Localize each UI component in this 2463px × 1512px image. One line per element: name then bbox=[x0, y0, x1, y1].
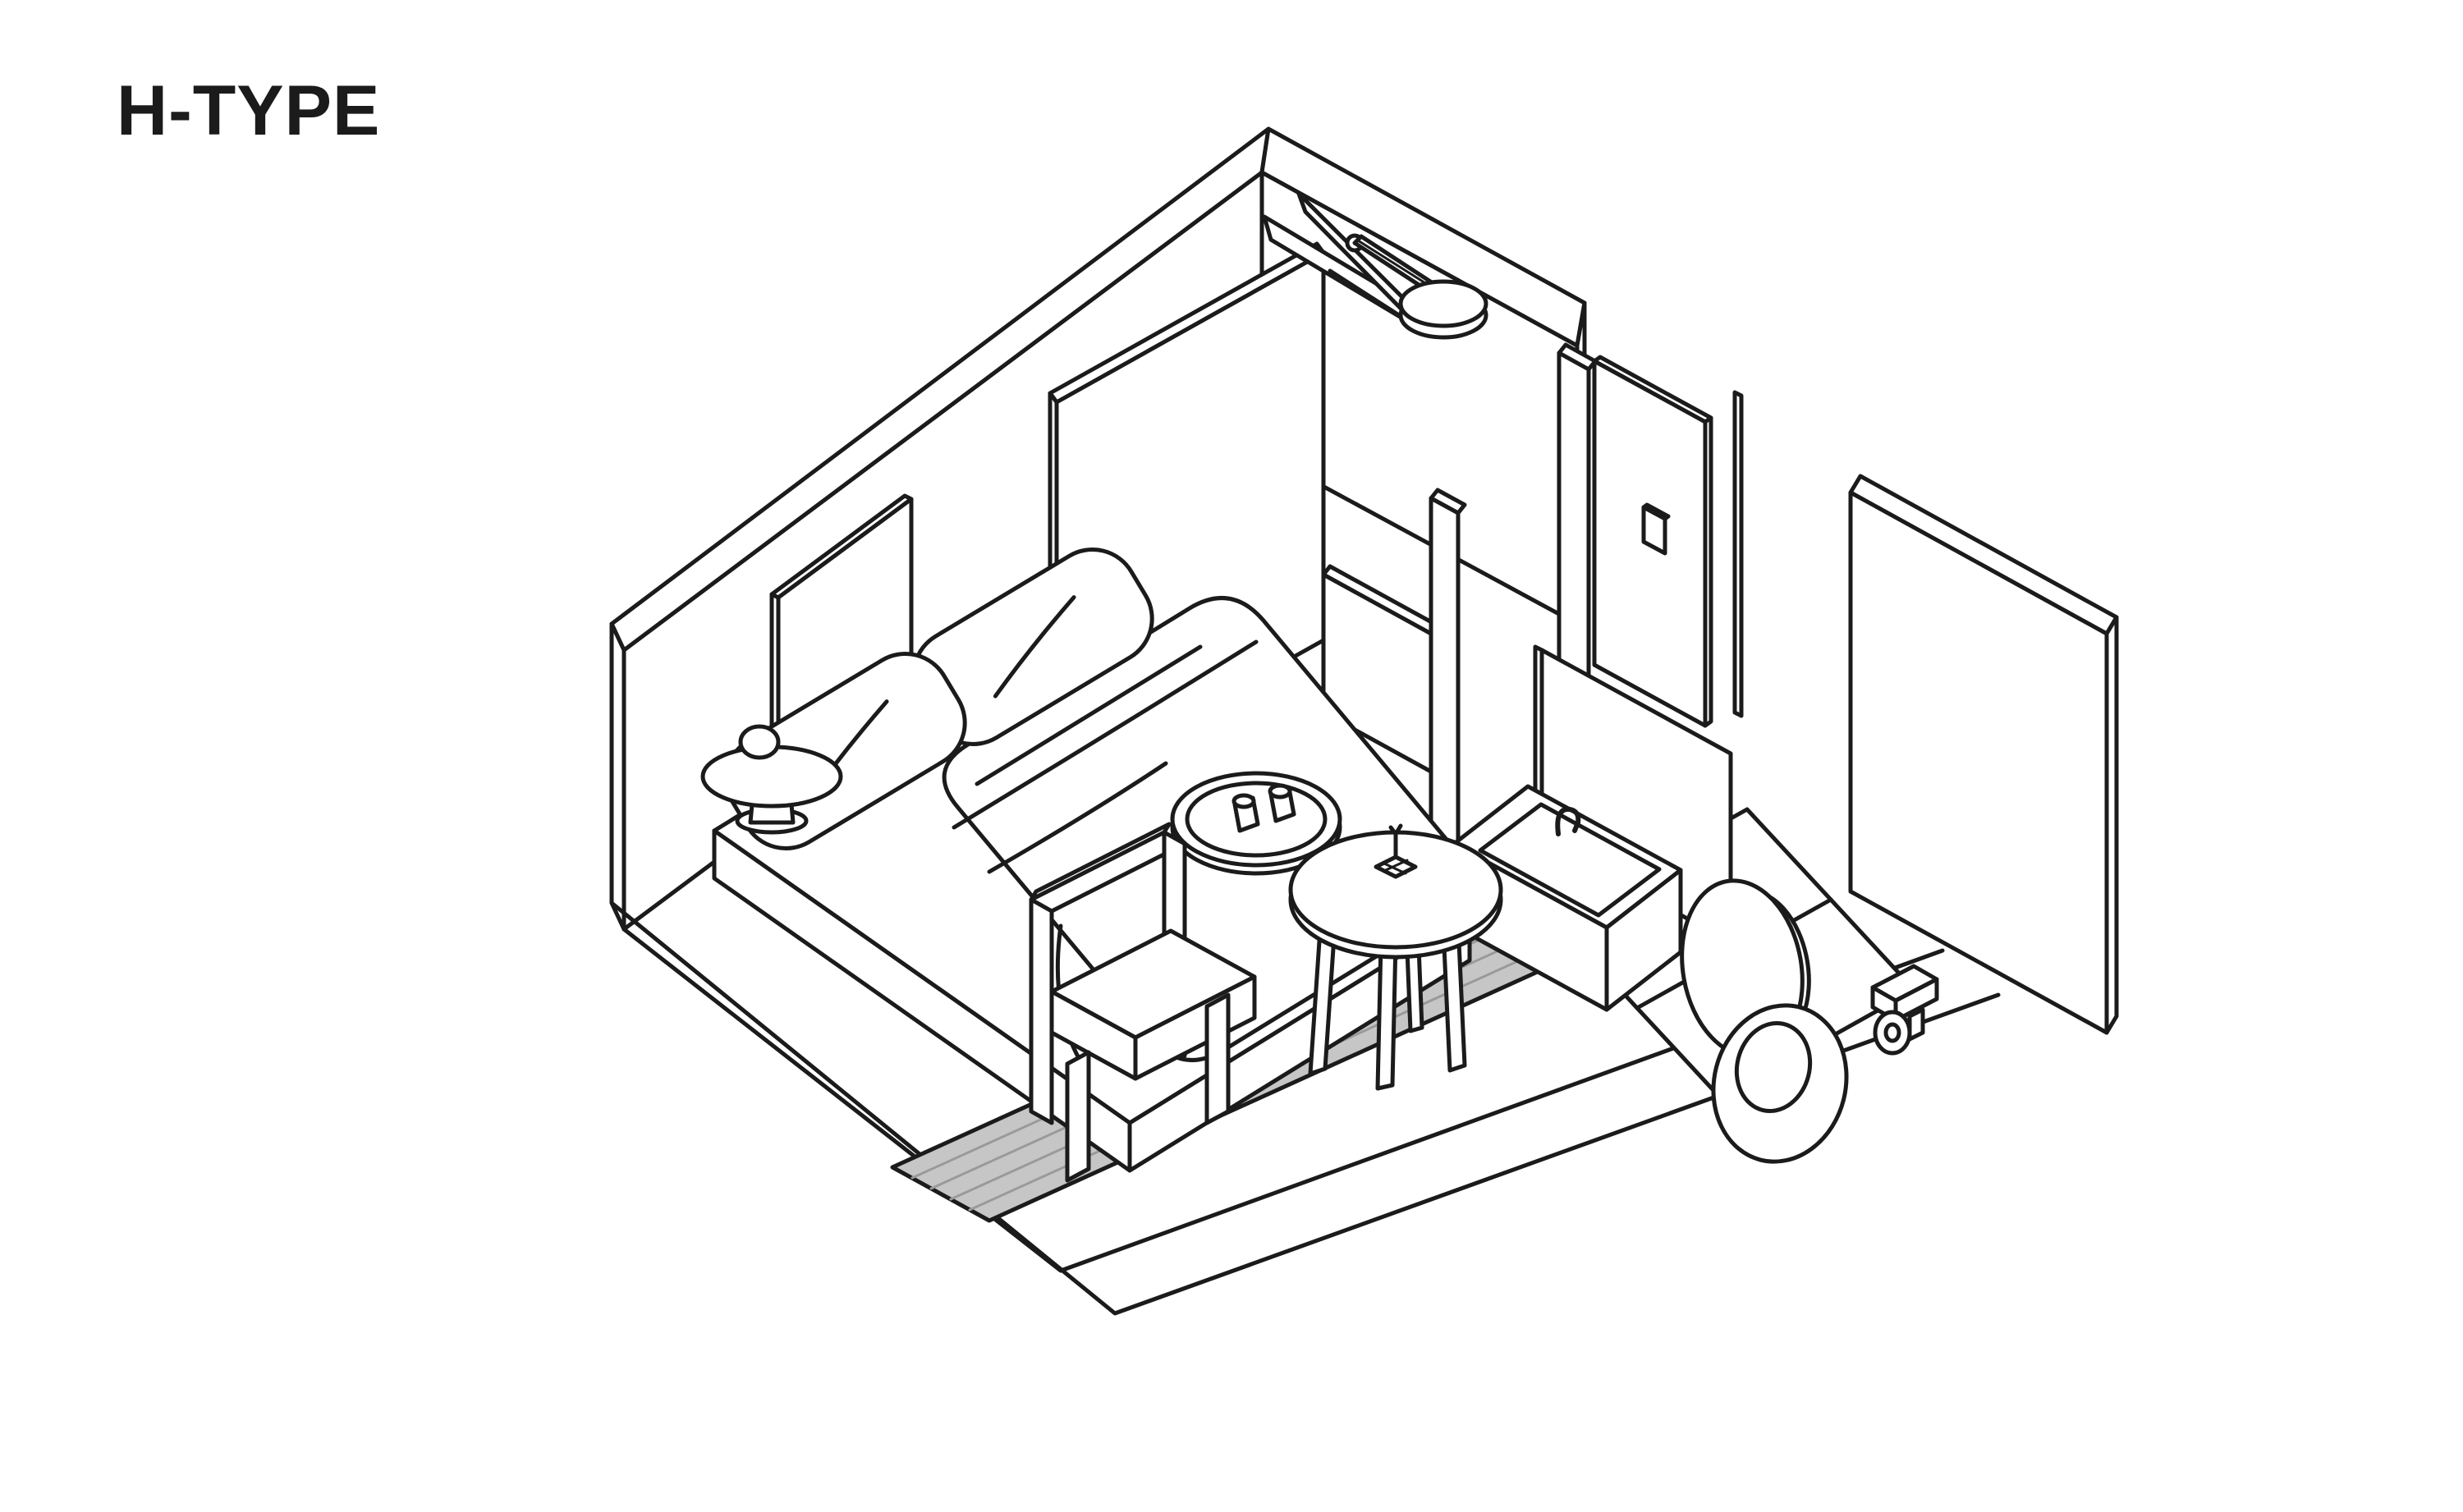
faucet bbox=[1555, 806, 1581, 836]
cup bbox=[1232, 793, 1260, 833]
toilet-bowl bbox=[1711, 1003, 1849, 1164]
table-lamp bbox=[700, 724, 843, 835]
door-handle-plate bbox=[1641, 502, 1671, 556]
toilet-paper-holder bbox=[1870, 964, 1939, 1056]
serving-tray bbox=[1170, 771, 1342, 876]
plan-title: H-TYPE bbox=[117, 71, 381, 150]
potted-plant bbox=[1374, 823, 1418, 879]
floor-outline bbox=[609, 900, 2001, 1316]
door-jamb bbox=[1732, 390, 1744, 718]
cup bbox=[1268, 783, 1296, 823]
shower-head-icon bbox=[1345, 233, 1488, 340]
freestanding-wall-panel bbox=[1848, 474, 2119, 1035]
toilet bbox=[1680, 878, 1849, 1164]
chair bbox=[1029, 822, 1257, 1183]
entrance-door bbox=[1592, 355, 1744, 728]
side-table bbox=[1288, 823, 1503, 1091]
